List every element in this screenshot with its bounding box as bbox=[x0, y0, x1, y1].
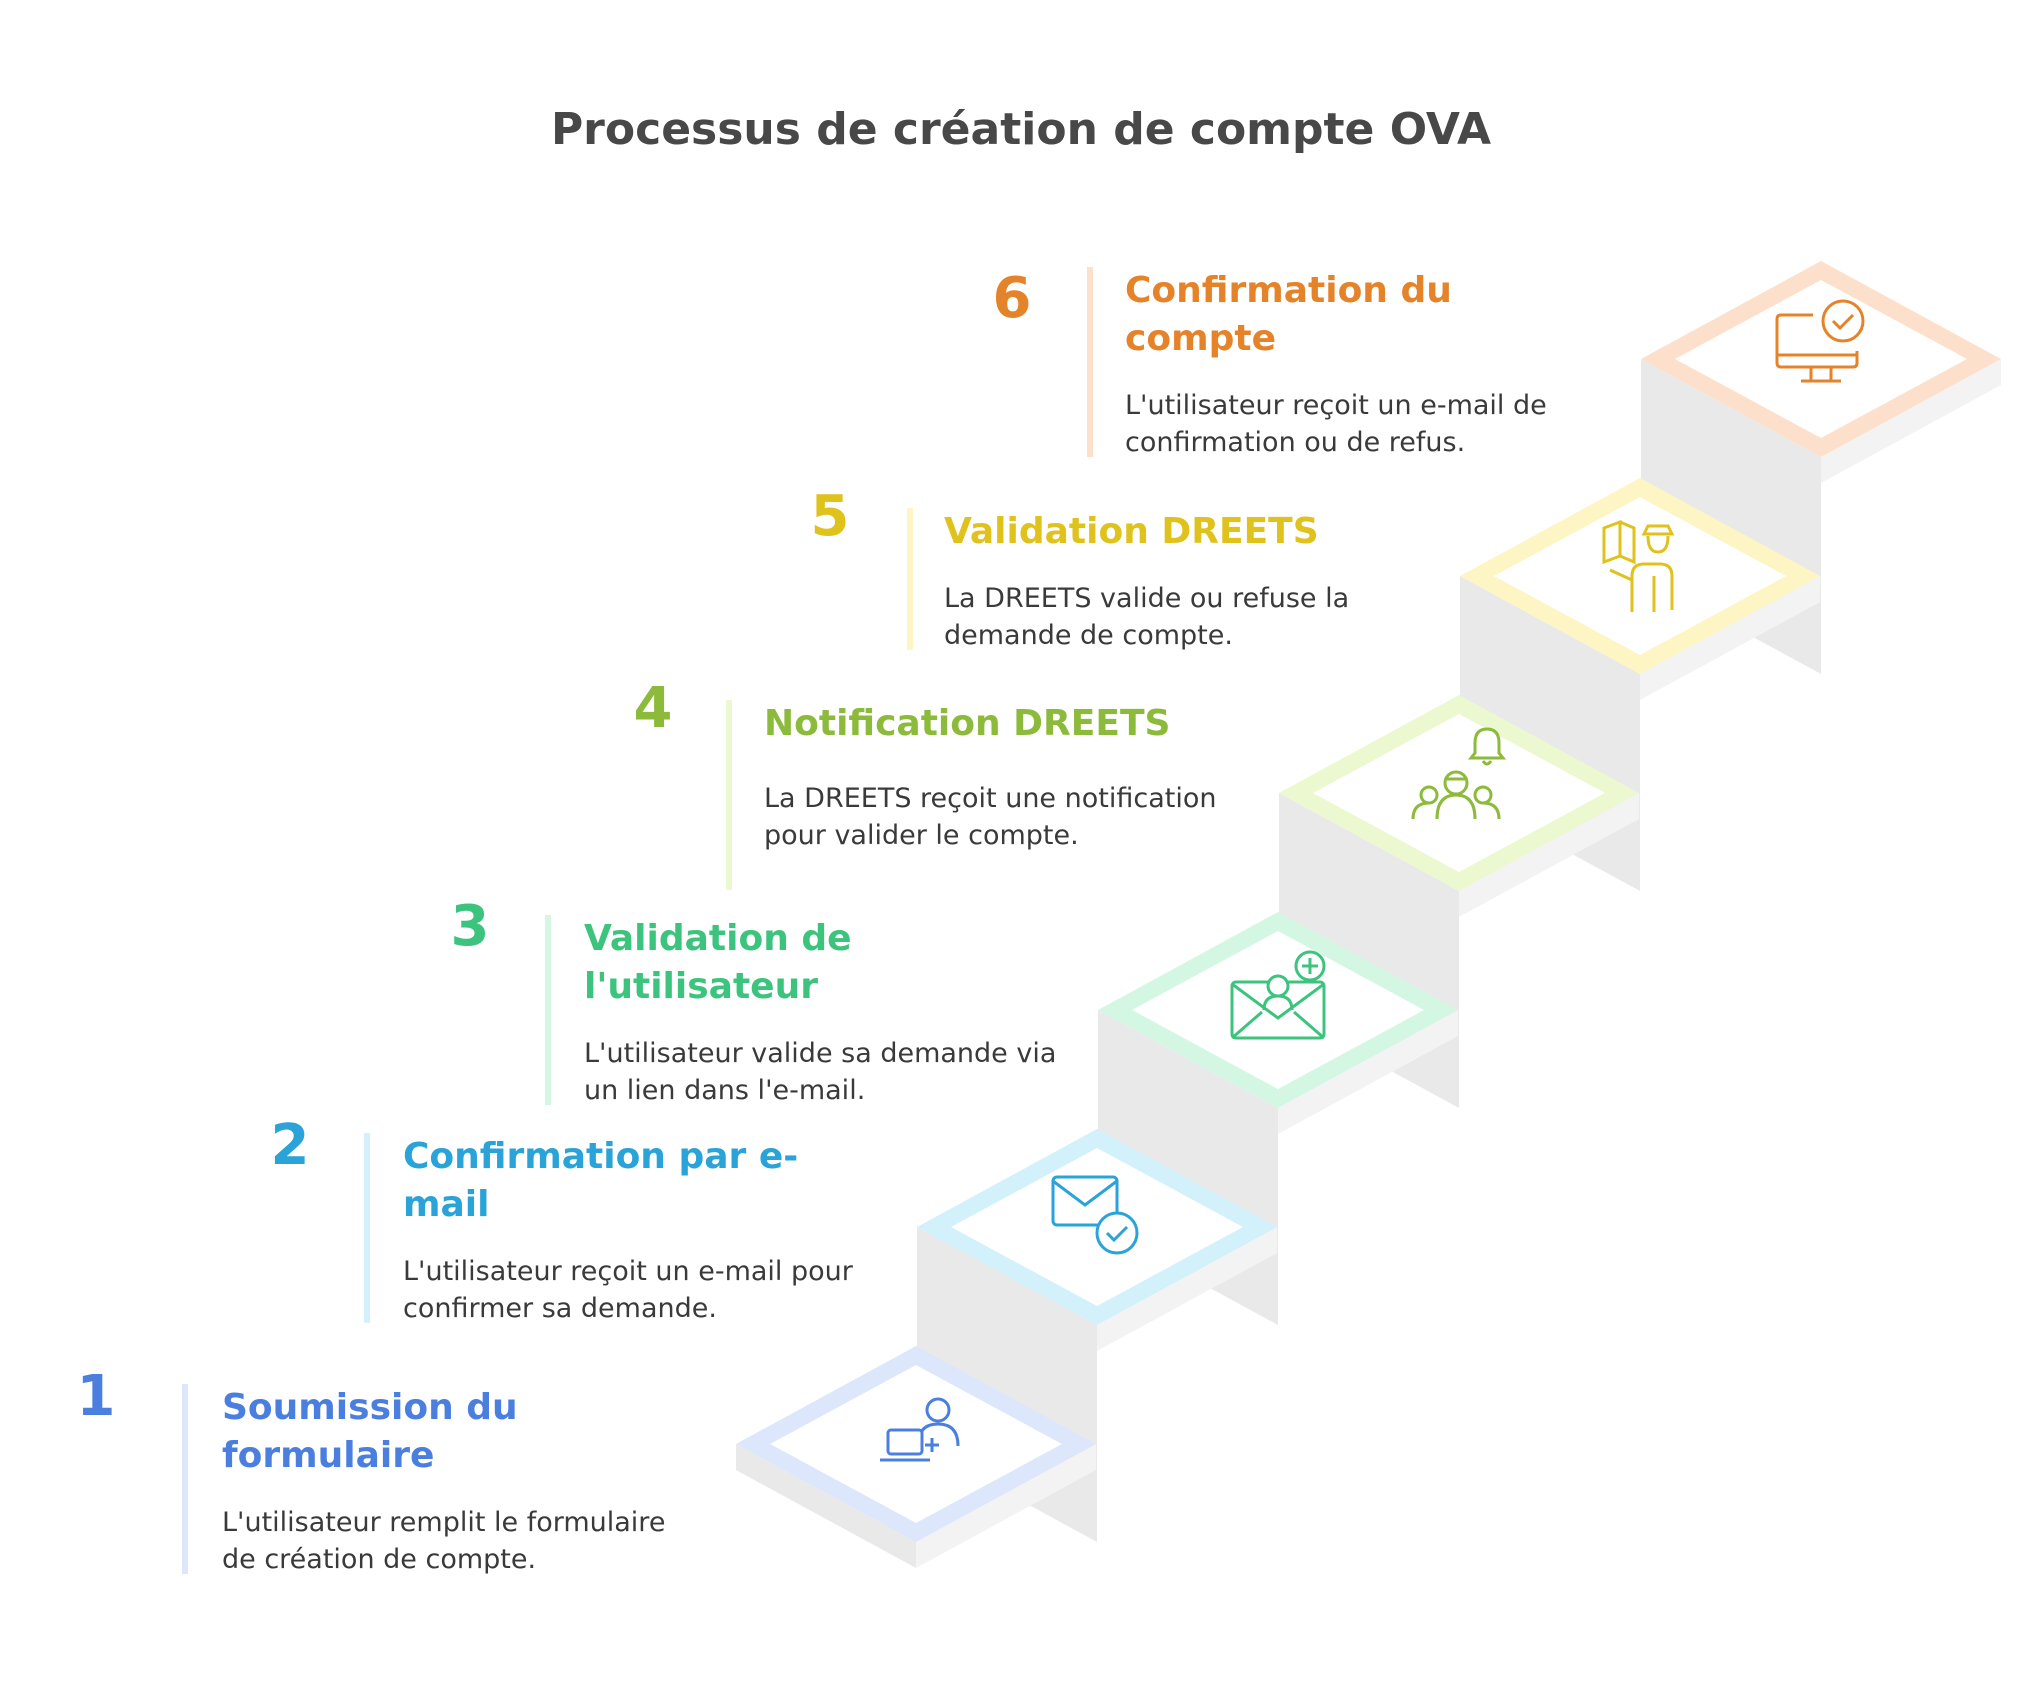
step-number: 1 bbox=[76, 1364, 116, 1429]
step-divider bbox=[364, 1133, 370, 1323]
group-bell-icon bbox=[1411, 727, 1507, 820]
page-title: Processus de création de compte OVA bbox=[550, 104, 1492, 155]
user-laptop-plus-icon bbox=[880, 1397, 960, 1462]
step-description: L'utilisateur remplit le formulaire de c… bbox=[222, 1507, 666, 1575]
step-top-face bbox=[1132, 931, 1424, 1089]
step-number: 6 bbox=[992, 266, 1032, 331]
step-side bbox=[1097, 1227, 1277, 1351]
step-number: 3 bbox=[450, 894, 490, 959]
step-number: 4 bbox=[633, 676, 673, 741]
envelope-check-icon bbox=[1051, 1175, 1139, 1255]
step-title: Confirmation du compte bbox=[1125, 270, 1452, 359]
envelope-user-plus-icon bbox=[1230, 950, 1326, 1040]
step-number: 5 bbox=[810, 484, 850, 549]
step-title: Notification DREETS bbox=[764, 703, 1171, 744]
step-title: Soumission du formulaire bbox=[222, 1387, 518, 1476]
step-divider bbox=[182, 1384, 188, 1574]
step-top-face bbox=[1494, 497, 1786, 655]
step-divider bbox=[726, 700, 732, 890]
step-description: L'utilisateur reçoit un e-mail de confir… bbox=[1125, 390, 1547, 458]
step-title: Validation DREETS bbox=[944, 511, 1319, 552]
step-divider bbox=[1087, 267, 1093, 457]
step-title: Confirmation par e-mail bbox=[403, 1136, 799, 1225]
step-riser bbox=[736, 1444, 916, 1568]
step-description: La DREETS valide ou refuse la demande de… bbox=[944, 583, 1350, 651]
step-side bbox=[1459, 793, 1639, 917]
step-side bbox=[1640, 576, 1820, 700]
step-description: La DREETS reçoit une notification pour v… bbox=[764, 783, 1217, 851]
monitor-check-icon bbox=[1775, 299, 1865, 383]
step-description: L'utilisateur valide sa demande via un l… bbox=[584, 1038, 1057, 1106]
step-top-face bbox=[1675, 280, 1967, 438]
step-title: Validation de l'utilisateur bbox=[584, 918, 852, 1007]
step-side bbox=[1821, 359, 2001, 483]
step-number: 2 bbox=[270, 1113, 310, 1178]
step-side bbox=[916, 1444, 1096, 1568]
step-divider bbox=[907, 508, 913, 650]
step-divider bbox=[545, 915, 551, 1105]
officer-document-icon bbox=[1602, 519, 1675, 612]
step-description: L'utilisateur reçoit un e-mail pour conf… bbox=[403, 1256, 853, 1324]
step-side bbox=[1278, 1010, 1458, 1134]
